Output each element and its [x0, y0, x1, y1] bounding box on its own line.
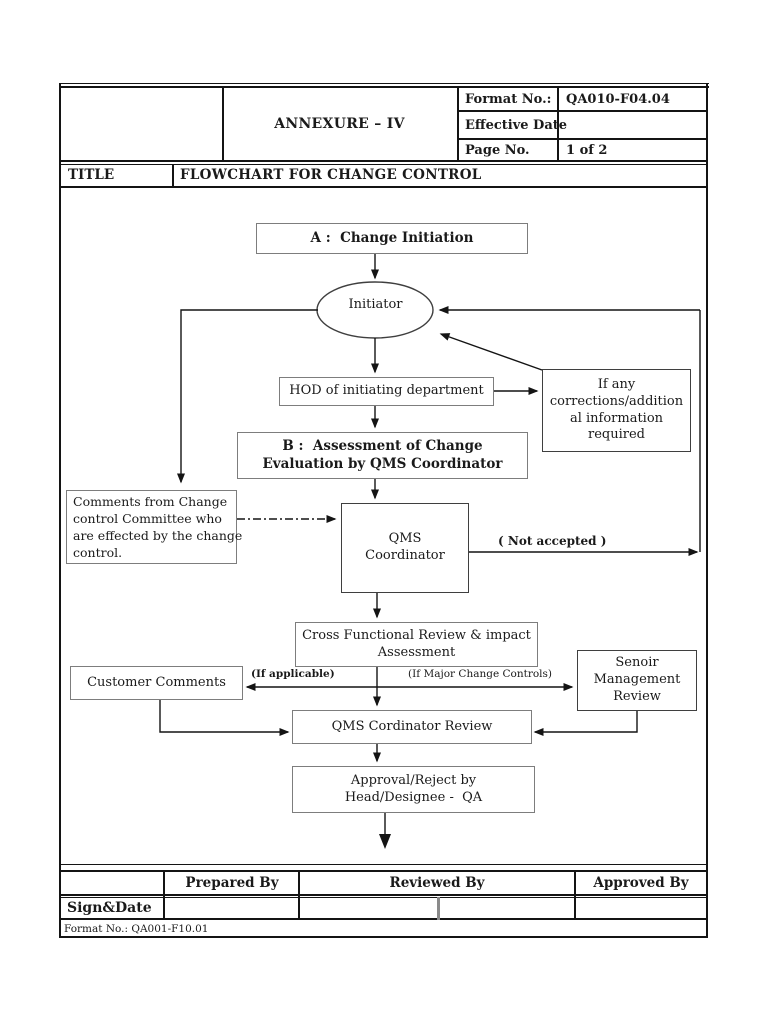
- annexure-title: ANNEXURE – IV: [274, 116, 405, 132]
- border-line: [59, 897, 708, 898]
- border-line: [59, 83, 709, 84]
- approved-by-header: Approved By: [593, 874, 689, 891]
- node-initiator-label: Initiator: [348, 297, 403, 312]
- node-change-initiation: A : Change Initiation: [256, 223, 528, 254]
- border-line: [437, 897, 440, 920]
- border-line: [59, 870, 708, 872]
- border-line: [457, 138, 706, 140]
- border-line: [59, 894, 708, 896]
- format-no-value: QA010-F04.04: [566, 91, 670, 107]
- prepared-by-header: Prepared By: [185, 874, 279, 891]
- border-line: [222, 86, 224, 162]
- border-line: [706, 83, 708, 938]
- border-line: [59, 936, 708, 938]
- border-line: [59, 83, 61, 938]
- node-senior-management-review: Senoir Management Review: [577, 650, 697, 711]
- node-qms-coordinator: QMS Coordinator: [341, 503, 469, 593]
- node-corrections-required: If any corrections/addition al informati…: [542, 369, 691, 452]
- not-accepted-label: ( Not accepted ): [498, 534, 607, 548]
- page-title: FLOWCHART FOR CHANGE CONTROL: [180, 167, 482, 183]
- border-line: [59, 864, 708, 865]
- border-line: [59, 918, 708, 920]
- connector-initiator-to-comments: [177, 309, 318, 484]
- border-line: [172, 164, 174, 186]
- if-applicable-label: (If applicable): [251, 668, 335, 680]
- sign-date-label: Sign&Date: [67, 899, 152, 916]
- footer-format-no: Format No.: QA001-F10.01: [64, 923, 209, 935]
- border-line: [59, 186, 708, 188]
- connector-customer-to-review: [159, 700, 290, 736]
- border-line: [298, 870, 300, 920]
- node-customer-comments: Customer Comments: [70, 666, 243, 700]
- connector-corrections-to-initiator: [439, 333, 543, 371]
- if-major-change-label: (If Major Change Controls): [408, 668, 553, 680]
- node-approval-reject: Approval/Reject by Head/Designee - QA: [292, 766, 535, 813]
- effective-date-label: Effective Date: [465, 117, 568, 133]
- border-line: [59, 164, 708, 165]
- node-hod: HOD of initiating department: [279, 377, 494, 406]
- border-line: [457, 86, 459, 162]
- node-qms-coordinator-review: QMS Cordinator Review: [292, 710, 532, 744]
- page-no-value: 1 of 2: [566, 142, 608, 158]
- border-line: [557, 86, 559, 162]
- border-line: [574, 870, 576, 920]
- page-no-label: Page No.: [465, 142, 530, 158]
- border-line: [59, 160, 708, 162]
- node-committee-comments: Comments from Change control Committee w…: [66, 490, 242, 564]
- node-assessment: B : Assessment of Change Evaluation by Q…: [237, 432, 528, 479]
- border-line: [59, 86, 709, 88]
- node-cross-functional-review: Cross Functional Review & impact Assessm…: [295, 622, 538, 667]
- border-line: [457, 110, 706, 112]
- reviewed-by-header: Reviewed By: [389, 874, 485, 891]
- format-no-label: Format No.:: [465, 91, 552, 107]
- border-line: [163, 870, 165, 920]
- connector-senior-to-review: [533, 710, 638, 736]
- title-label: TITLE: [68, 167, 115, 183]
